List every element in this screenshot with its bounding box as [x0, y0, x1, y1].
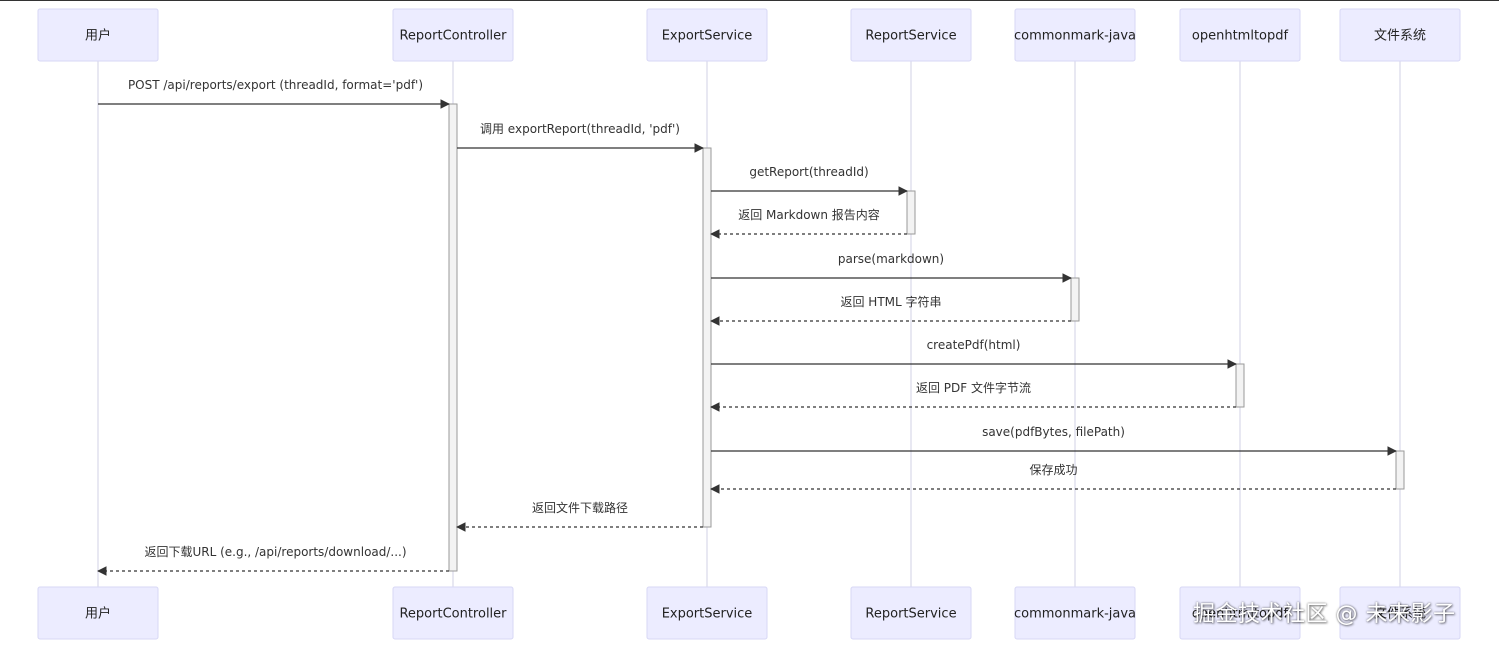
message-label: 返回 PDF 文件字节流 — [916, 380, 1031, 395]
lifelines — [97, 61, 1401, 587]
participants-top: 用户 ReportController ExportService ReportSer… — [37, 8, 1461, 62]
activation-oh — [1235, 363, 1245, 408]
participant-fs-top[interactable]: 文件系统 — [1339, 8, 1461, 62]
participant-rs-top[interactable]: ReportService — [850, 8, 972, 62]
top-border — [0, 0, 1499, 1]
participant-label: 文件系统 — [1374, 607, 1426, 622]
participant-box — [1179, 586, 1301, 640]
participant-box — [850, 8, 972, 62]
participant-label: ReportController — [399, 607, 507, 622]
activation-rs — [906, 190, 916, 235]
message-2: 调用 exportReport(threadId, 'pdf') — [457, 122, 704, 153]
participant-user-bottom[interactable]: 用户 — [37, 586, 159, 640]
participant-box — [646, 586, 768, 640]
participant-es-bottom[interactable]: ExportService — [646, 586, 768, 640]
message-6: 返回 HTML 字符串 — [710, 294, 1071, 326]
participant-box — [37, 8, 159, 62]
message-7: createPdf(html) — [711, 338, 1237, 369]
message-8: 返回 PDF 文件字节流 — [710, 380, 1236, 412]
message-9: save(pdfBytes, filePath) — [711, 425, 1397, 456]
message-3: getReport(threadId) — [711, 165, 908, 196]
watermark-text: 掘金技术社区 @ 未来影子 — [1193, 602, 1456, 627]
participant-box — [1014, 586, 1136, 640]
message-label: POST /api/reports/export (threadId, form… — [128, 78, 423, 92]
participant-label: commonmark-java — [1014, 607, 1136, 622]
participant-box — [37, 586, 159, 640]
participant-label: ExportService — [662, 29, 753, 44]
participant-label: ReportController — [399, 29, 507, 44]
message-label: 返回 HTML 字符串 — [840, 294, 941, 309]
participant-label: openhtmltopdf — [1192, 29, 1289, 44]
participant-fs-bottom[interactable]: 文件系统 — [1339, 586, 1461, 640]
participant-box — [850, 586, 972, 640]
participant-label: 文件系统 — [1374, 29, 1426, 44]
participant-rs-bottom[interactable]: ReportService — [850, 586, 972, 640]
participant-box — [1179, 8, 1301, 62]
participant-label: commonmark-java — [1014, 29, 1136, 44]
participant-box — [392, 586, 514, 640]
messages: POST /api/reports/export (threadId, form… — [97, 78, 1397, 576]
participant-label: ReportService — [865, 607, 956, 622]
message-label: save(pdfBytes, filePath) — [982, 425, 1125, 439]
message-10: 保存成功 — [710, 463, 1396, 494]
participant-box — [392, 8, 514, 62]
activations — [448, 103, 1405, 572]
participant-oh-bottom[interactable]: openhtmltopdf — [1179, 586, 1301, 640]
participant-label: openhtmltopdf — [1192, 607, 1289, 622]
participant-label: ReportService — [865, 29, 956, 44]
participant-user-top[interactable]: 用户 — [37, 8, 159, 62]
activation-rc — [448, 103, 458, 572]
participant-oh-top[interactable]: openhtmltopdf — [1179, 8, 1301, 62]
message-label: 保存成功 — [1029, 463, 1077, 477]
participant-label: ExportService — [662, 607, 753, 622]
message-label: 返回下载URL (e.g., /api/reports/download/...… — [144, 545, 406, 559]
participant-cm-bottom[interactable]: commonmark-java — [1014, 586, 1136, 640]
activation-es — [702, 147, 712, 528]
participant-rc-bottom[interactable]: ReportController — [392, 586, 514, 640]
message-label: getReport(threadId) — [749, 165, 868, 179]
message-11: 返回文件下载路径 — [456, 500, 703, 532]
message-label: 调用 exportReport(threadId, 'pdf') — [480, 122, 680, 136]
participant-label: 用户 — [85, 28, 111, 44]
participant-box — [1014, 8, 1136, 62]
activation-cm — [1070, 277, 1080, 322]
participants-bottom: 用户 ReportController ExportService ReportSer… — [37, 586, 1461, 640]
participant-box — [1339, 586, 1461, 640]
message-label: parse(markdown) — [838, 252, 944, 266]
participant-box — [646, 8, 768, 62]
message-label: createPdf(html) — [927, 338, 1021, 352]
message-5: parse(markdown) — [711, 252, 1072, 283]
participant-box — [1339, 8, 1461, 62]
participant-rc-top[interactable]: ReportController — [392, 8, 514, 62]
activation-fs — [1395, 450, 1405, 490]
participant-label: 用户 — [85, 606, 111, 622]
message-label: 返回文件下载路径 — [532, 500, 628, 515]
message-1: POST /api/reports/export (threadId, form… — [98, 78, 450, 109]
message-label: 返回 Markdown 报告内容 — [738, 207, 880, 222]
message-4: 返回 Markdown 报告内容 — [710, 207, 907, 239]
participant-es-top[interactable]: ExportService — [646, 8, 768, 62]
message-12: 返回下载URL (e.g., /api/reports/download/...… — [97, 545, 449, 576]
participant-cm-top[interactable]: commonmark-java — [1014, 8, 1136, 62]
